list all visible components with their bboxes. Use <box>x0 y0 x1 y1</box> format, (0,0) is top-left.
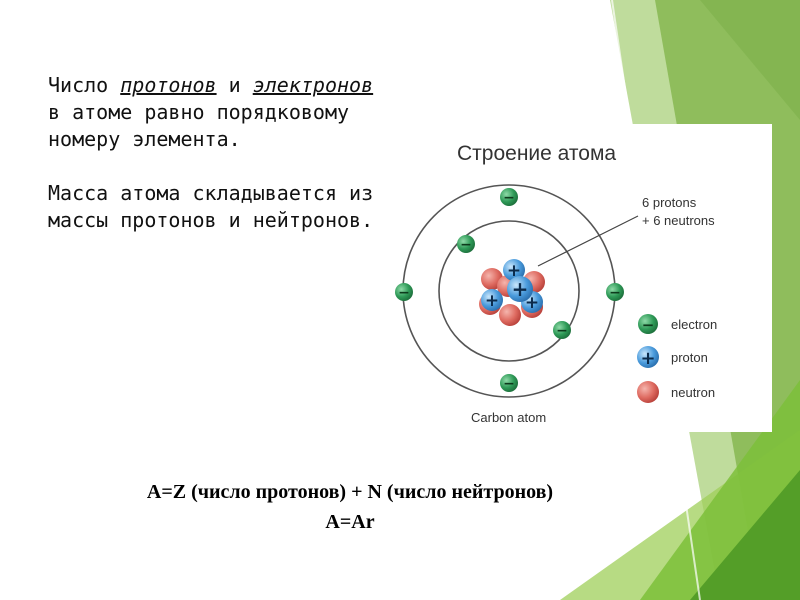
legend-neutron-swatch <box>637 381 659 403</box>
electrons-word: электронов <box>252 73 374 97</box>
atom-diagram: Строение атома + + + + − <box>378 124 772 432</box>
diagram-title: Строение атома <box>457 142 616 165</box>
nucleus-label-protons: 6 protons <box>642 195 697 210</box>
proton-symbol: + <box>507 261 521 281</box>
formula-mass-number: A=Z (число протонов) + N (число нейтроно… <box>146 481 554 503</box>
proton-particle <box>503 259 525 281</box>
electron-on-orbit: − <box>500 374 518 392</box>
svg-text:−: − <box>398 285 410 301</box>
proton-particle <box>481 289 503 311</box>
neutron-particle <box>499 304 521 326</box>
electron-on-orbit: − <box>606 283 624 301</box>
proton-symbol: + <box>512 277 529 301</box>
nucleus-label-neutrons: + 6 neutrons <box>642 213 715 228</box>
protons-word: протонов <box>120 73 217 97</box>
formula-relative-mass: A=Ar <box>325 511 375 533</box>
paragraph-protons-electrons: Число протонов и электронов в атоме равн… <box>48 72 378 153</box>
svg-text:+: + <box>640 348 655 369</box>
proton-particle <box>507 276 533 302</box>
inner-orbit <box>438 220 580 362</box>
electron-on-orbit: − <box>500 188 518 206</box>
svg-text:−: − <box>556 323 568 339</box>
svg-text:−: − <box>642 316 655 334</box>
proton-symbol: + <box>485 291 499 311</box>
svg-text:−: − <box>503 376 515 392</box>
svg-text:−: − <box>609 285 621 301</box>
paragraph1-part2: и <box>216 73 241 97</box>
explanation-text: Число протонов и электронов в атоме равн… <box>48 72 378 234</box>
legend-electron-label: electron <box>671 317 717 332</box>
nucleus: + + + + <box>479 259 545 326</box>
electron-on-orbit: − <box>553 321 571 339</box>
legend-proton-label: proton <box>671 350 708 365</box>
paragraph1-part1: Число <box>48 73 121 97</box>
paragraph-atom-mass: Масса атома складывается из массы протон… <box>48 181 374 232</box>
legend-proton-swatch <box>637 346 659 368</box>
legend-neutron-label: neutron <box>671 385 715 400</box>
svg-text:−: − <box>460 237 472 253</box>
diagram-caption: Carbon atom <box>471 410 546 425</box>
svg-text:−: − <box>503 190 515 206</box>
electron-on-orbit: − <box>457 235 475 253</box>
nucleus-pointer-line <box>537 215 639 267</box>
legend: − electron + proton neutron <box>637 314 717 403</box>
electron-on-orbit: − <box>395 283 413 301</box>
paragraph1-part3: в атоме равно порядковому номеру элемент… <box>48 100 350 151</box>
legend-electron-swatch <box>638 314 658 334</box>
